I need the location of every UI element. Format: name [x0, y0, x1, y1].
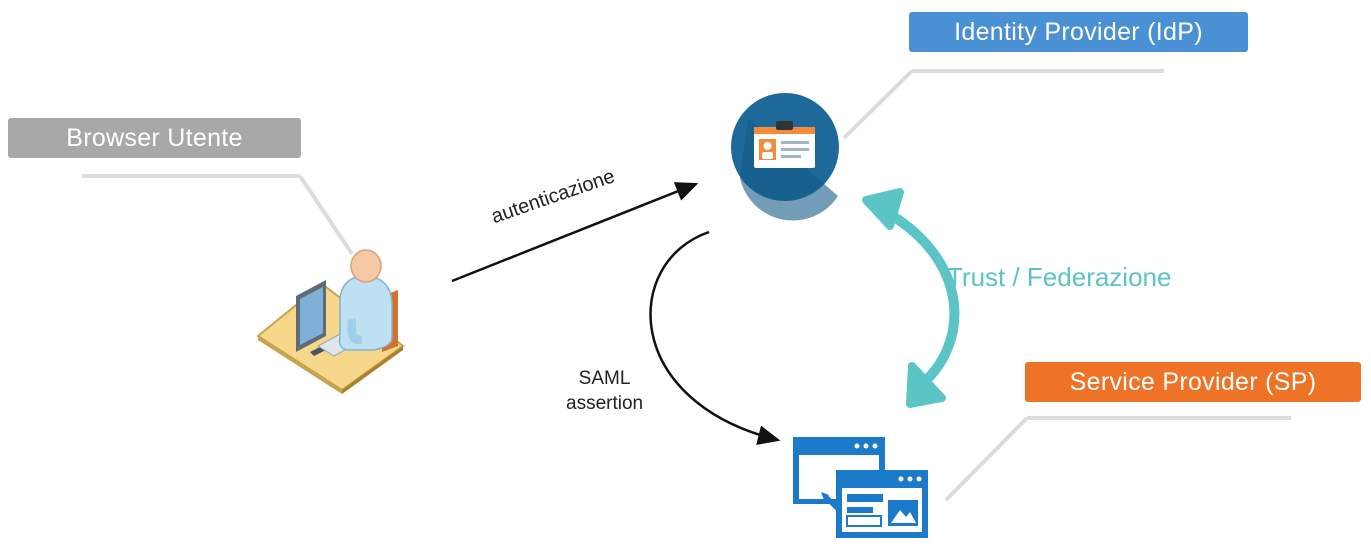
saml-edge-label: SAML assertion: [566, 366, 643, 416]
idp-leader-diagonal: [842, 69, 914, 140]
saml-label-line2: assertion: [566, 393, 644, 414]
web-application-windows-icon: [793, 437, 928, 538]
trust-double-arrow: [862, 188, 960, 408]
service-provider-label: Service Provider (SP): [1025, 362, 1361, 402]
identity-provider-label: Identity Provider (IdP): [909, 12, 1248, 52]
sp-leader-diagonal: [944, 416, 1029, 502]
trust-edge-label: Trust / Federazione: [947, 262, 1172, 292]
user-at-computer-icon: [256, 249, 405, 394]
saml-arrow: [649, 230, 781, 445]
auth-arrow: [451, 182, 699, 283]
sp-leader-line: [1027, 416, 1291, 420]
idp-leader-line: [912, 69, 1164, 73]
saml-label-line1: SAML: [578, 368, 631, 389]
browser-user-label: Browser Utente: [8, 118, 301, 158]
browser-leader-diagonal: [298, 174, 354, 256]
browser-leader-line: [82, 174, 300, 178]
id-badge-icon: [731, 93, 839, 221]
